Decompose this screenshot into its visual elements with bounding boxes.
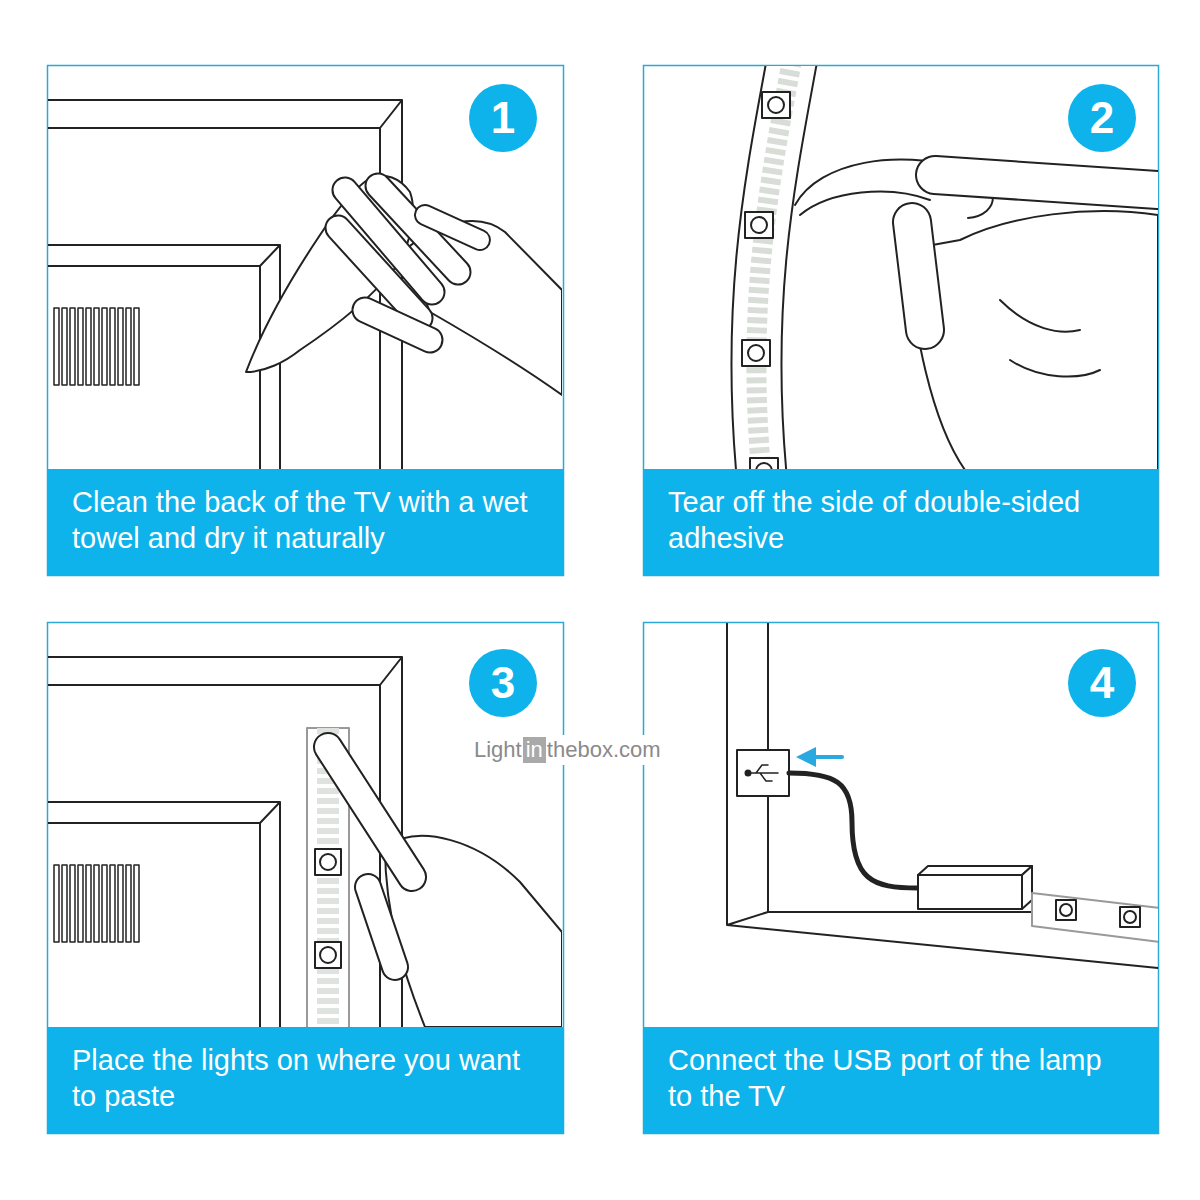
step-number: 4 xyxy=(1090,661,1114,705)
watermark-text: Light xyxy=(474,737,522,763)
led-chips xyxy=(1056,900,1140,927)
step-caption: Connect the USB port of the lamp to the … xyxy=(668,1043,1130,1115)
panel-frames xyxy=(48,66,1159,1134)
step-caption: Place the lights on where you want to pa… xyxy=(72,1043,535,1115)
led-strip xyxy=(1032,893,1158,942)
step-number-circle: 4 xyxy=(1068,649,1136,717)
panel-frame xyxy=(48,66,564,576)
finger xyxy=(935,175,1158,190)
usb-plug xyxy=(737,750,789,796)
step-number-circle: 3 xyxy=(469,649,537,717)
step-number: 1 xyxy=(491,96,515,140)
step-caption: Clean the back of the TV with a wet towe… xyxy=(72,485,535,557)
adhesive-peel-figure xyxy=(742,66,1158,470)
step-number: 3 xyxy=(491,661,515,705)
hand xyxy=(905,211,1158,470)
led-chips xyxy=(315,849,341,968)
step-caption: Tear off the side of double-sided adhesi… xyxy=(668,485,1130,557)
strip-placing-figure xyxy=(48,657,562,1027)
panel-frame xyxy=(48,623,564,1134)
watermark: Lightinthebox.com xyxy=(470,735,665,765)
step-number: 2 xyxy=(1090,96,1114,140)
tv-vents xyxy=(54,308,139,385)
tv-vents xyxy=(54,865,139,942)
insert-arrow xyxy=(806,755,842,759)
tv-panel xyxy=(48,245,280,470)
watermark-text: thebox.com xyxy=(547,737,661,763)
step-number-circle: 2 xyxy=(1068,84,1136,152)
caption-band: Tear off the side of double-sided adhesi… xyxy=(644,469,1158,575)
usb-cable xyxy=(789,773,918,888)
watermark-text: in xyxy=(523,737,546,763)
tv-panel xyxy=(48,802,280,1027)
panel-frame xyxy=(644,66,1159,576)
step-number-circle: 1 xyxy=(469,84,537,152)
panel-frame xyxy=(644,623,1159,1134)
caption-band: Clean the back of the TV with a wet towe… xyxy=(48,469,563,575)
usb-symbol xyxy=(748,765,778,781)
thumb xyxy=(912,222,925,330)
controller-box xyxy=(918,866,1032,875)
led-chips xyxy=(742,92,790,470)
fingers xyxy=(338,186,480,340)
caption-band: Connect the USB port of the lamp to the … xyxy=(644,1027,1158,1133)
tv-cleaning-figure xyxy=(48,100,562,470)
finger xyxy=(328,747,412,877)
usb-connection-figure xyxy=(727,623,1158,968)
caption-band: Place the lights on where you want to pa… xyxy=(48,1027,563,1133)
led-strip xyxy=(756,66,792,470)
